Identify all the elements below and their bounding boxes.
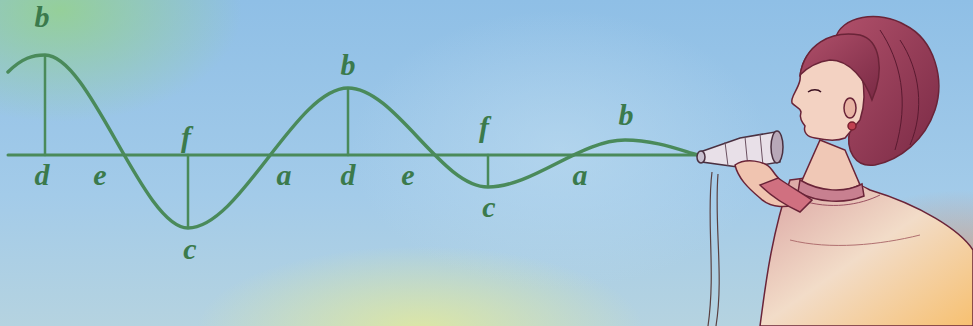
woman-figure: [697, 17, 973, 326]
point-letter: b: [619, 100, 634, 130]
point-letter: e: [401, 160, 414, 190]
point-letter: b: [341, 50, 356, 80]
point-letter: c: [183, 234, 196, 264]
point-letter: a: [573, 160, 588, 190]
point-letter: c: [482, 192, 495, 222]
point-letter: f: [181, 122, 191, 152]
point-letter: a: [277, 160, 292, 190]
point-letter: b: [35, 2, 50, 32]
sine-wave: [8, 55, 700, 228]
point-letter: d: [341, 160, 356, 190]
point-letter: d: [35, 160, 50, 190]
point-letter: f: [479, 112, 489, 142]
point-letter: e: [93, 160, 106, 190]
